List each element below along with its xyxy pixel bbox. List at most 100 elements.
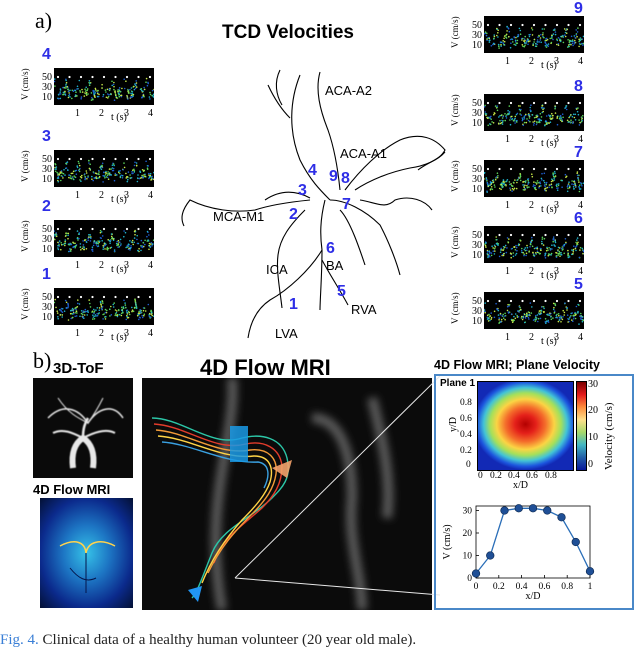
heatmap-xlabel: x/D	[513, 480, 528, 491]
flow-small-title: 4D Flow MRI	[33, 482, 111, 497]
ytick: 30	[472, 174, 482, 185]
xtick: 3	[124, 328, 129, 339]
plane-name: Plane 1	[440, 378, 476, 389]
xtick: 2	[529, 332, 534, 343]
xtick: 2	[99, 190, 104, 201]
tcd-plot-number: 4	[42, 46, 51, 63]
ytick: 50	[42, 292, 52, 303]
xtick: 3	[124, 108, 129, 119]
heatmap-ytick: 0.2	[460, 446, 472, 456]
site-number-7: 7	[342, 196, 351, 213]
tcd-trace	[484, 226, 584, 263]
plane-velocity-title: 4D Flow MRI; Plane Velocity	[434, 358, 601, 372]
colorbar-tick: 0	[588, 459, 593, 470]
ytick: 10	[42, 92, 52, 103]
ytick: 10	[42, 174, 52, 185]
tof-title: 3D-ToF	[53, 360, 104, 377]
heatmap-xtick: 0.2	[490, 471, 502, 481]
tcd-ylabel: V (cm/s)	[450, 226, 460, 258]
profile-ytick-label: 10	[463, 552, 473, 562]
tcd-trace	[54, 220, 154, 257]
ytick: 30	[472, 30, 482, 41]
ytick: 10	[472, 118, 482, 129]
profile-data-point	[543, 506, 552, 515]
tcd-title: TCD Velocities	[222, 22, 354, 43]
ytick: 30	[42, 164, 52, 175]
xtick: 1	[75, 260, 80, 271]
heatmap-xtick: 0.8	[545, 471, 557, 481]
site-number-9: 9	[329, 168, 338, 185]
ytick: 50	[472, 98, 482, 109]
profile-xtick-label: 0.8	[561, 582, 573, 592]
flow-main-image	[142, 378, 432, 610]
tcd-trace	[54, 288, 154, 325]
tcd-plot-3: 3 V (cm/s) 50 30 10 1 2 3 4 t (s)	[20, 128, 155, 205]
profile-xlabel: x/D	[526, 591, 541, 602]
tof-image	[33, 378, 133, 478]
ytick: 10	[42, 312, 52, 323]
tcd-xlabel: t (s)	[541, 60, 557, 71]
profile-data-point	[557, 513, 566, 522]
tcd-ylabel: V (cm/s)	[450, 94, 460, 126]
site-number-4: 4	[308, 162, 317, 179]
xtick: 3	[554, 266, 559, 277]
profile-xtick-label: 0	[474, 582, 479, 592]
profile-data-point	[500, 506, 509, 515]
xtick: 2	[99, 108, 104, 119]
site-number-5: 5	[337, 283, 346, 300]
tcd-trace	[484, 94, 584, 131]
caption-label: Fig. 4.	[0, 632, 39, 648]
xtick: 4	[578, 56, 583, 67]
site-number-2: 2	[289, 206, 298, 223]
vessel-label-lva: LVA	[275, 326, 298, 341]
site-number-8: 8	[341, 170, 350, 187]
tcd-xlabel: t (s)	[541, 336, 557, 347]
velocity-colorbar	[576, 381, 587, 471]
xtick: 3	[554, 200, 559, 211]
tcd-xlabel: t (s)	[541, 270, 557, 281]
tcd-xlabel: t (s)	[111, 194, 127, 205]
profile-data-point	[486, 551, 495, 560]
ytick: 50	[472, 230, 482, 241]
site-number-3: 3	[298, 182, 307, 199]
site-number-1: 1	[289, 296, 298, 313]
tcd-ylabel: V (cm/s)	[20, 220, 30, 252]
ytick: 30	[42, 302, 52, 313]
vessel-label-aca-a1: ACA-A1	[340, 146, 387, 161]
tcd-trace	[484, 16, 584, 53]
tcd-plot-8: 8 V (cm/s) 50 30 10 1 2 3 4 t (s)	[450, 78, 585, 149]
vessel-label-rva: RVA	[351, 302, 377, 317]
tcd-ylabel: V (cm/s)	[450, 160, 460, 192]
heatmap-ytick: 0.4	[460, 430, 472, 440]
flow-main-title: 4D Flow MRI	[200, 355, 331, 380]
profile-ytick-label: 20	[463, 529, 473, 539]
vessel-label-ica: ICA	[266, 262, 288, 277]
xtick: 2	[529, 200, 534, 211]
xtick: 1	[505, 200, 510, 211]
xtick: 3	[554, 56, 559, 67]
tcd-xlabel: t (s)	[541, 138, 557, 149]
ytick: 50	[42, 72, 52, 83]
ytick: 10	[472, 40, 482, 51]
ytick: 50	[472, 296, 482, 307]
profile-data-point	[571, 537, 580, 547]
tcd-plot-number: 7	[574, 144, 583, 161]
tcd-ylabel: V (cm/s)	[450, 16, 460, 48]
heatmap-xtick: 0.6	[526, 471, 538, 481]
vessel-label-ba: BA	[326, 258, 344, 273]
panel-b-label: b)	[33, 348, 52, 373]
tcd-xlabel: t (s)	[541, 204, 557, 215]
xtick: 2	[529, 134, 534, 145]
flow-mri-thumbnail	[40, 498, 133, 608]
ytick: 50	[472, 20, 482, 31]
xtick: 4	[578, 266, 583, 277]
tcd-plot-5: 5 V (cm/s) 50 30 10 1 2 3 4 t (s)	[450, 276, 585, 347]
xtick: 3	[554, 134, 559, 145]
xtick: 2	[99, 260, 104, 271]
tcd-trace	[54, 68, 154, 105]
profile-xtick-label: 0.2	[493, 582, 505, 592]
xtick: 2	[529, 56, 534, 67]
heatmap-ytick: 0.6	[460, 414, 472, 424]
tcd-plot-number: 5	[574, 276, 583, 293]
tcd-xlabel: t (s)	[111, 332, 127, 343]
